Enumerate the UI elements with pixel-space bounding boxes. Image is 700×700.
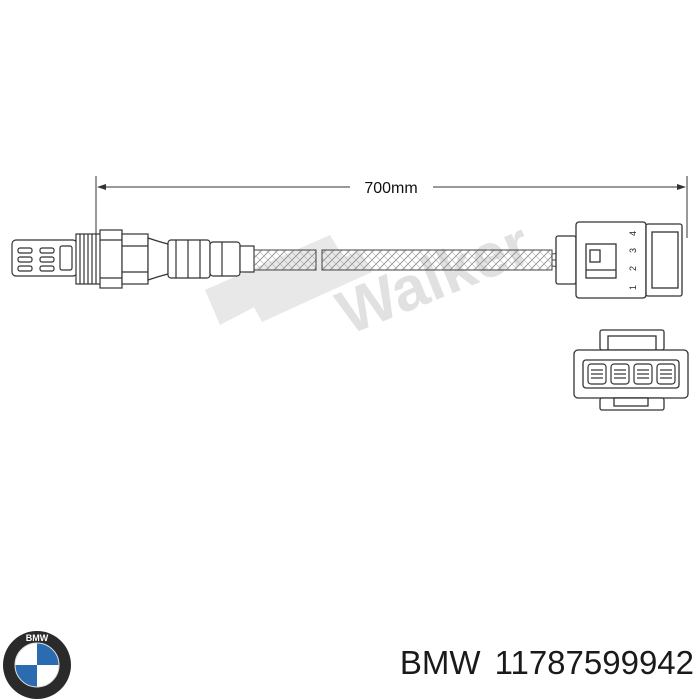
part-number: 11787599942 [494,644,694,681]
braided-cable [253,249,573,271]
watermark-text: Walker [328,209,540,348]
dimension-label: 700mm [364,180,417,197]
pin-number-2: 2 [628,266,638,271]
part-caption: BMW 11787599942 [364,641,694,685]
bmw-logo: BMW [3,631,71,699]
logo-text: BMW [26,633,49,643]
pin-number-4: 4 [628,231,638,236]
thread-section [75,229,123,289]
dimension-line [95,176,688,238]
pin-number-1: 1 [628,285,638,290]
connector-side-view [555,221,683,299]
brand-name: BMW [399,644,481,681]
walker-watermark: Walker [205,209,540,348]
pin-numbers: 1 2 3 4 [628,231,638,290]
pin-number-3: 3 [628,248,638,253]
connector-terminals [587,363,676,385]
sensor-probe [11,239,78,277]
connector-front-view [573,329,689,411]
sensor-body [121,233,255,285]
